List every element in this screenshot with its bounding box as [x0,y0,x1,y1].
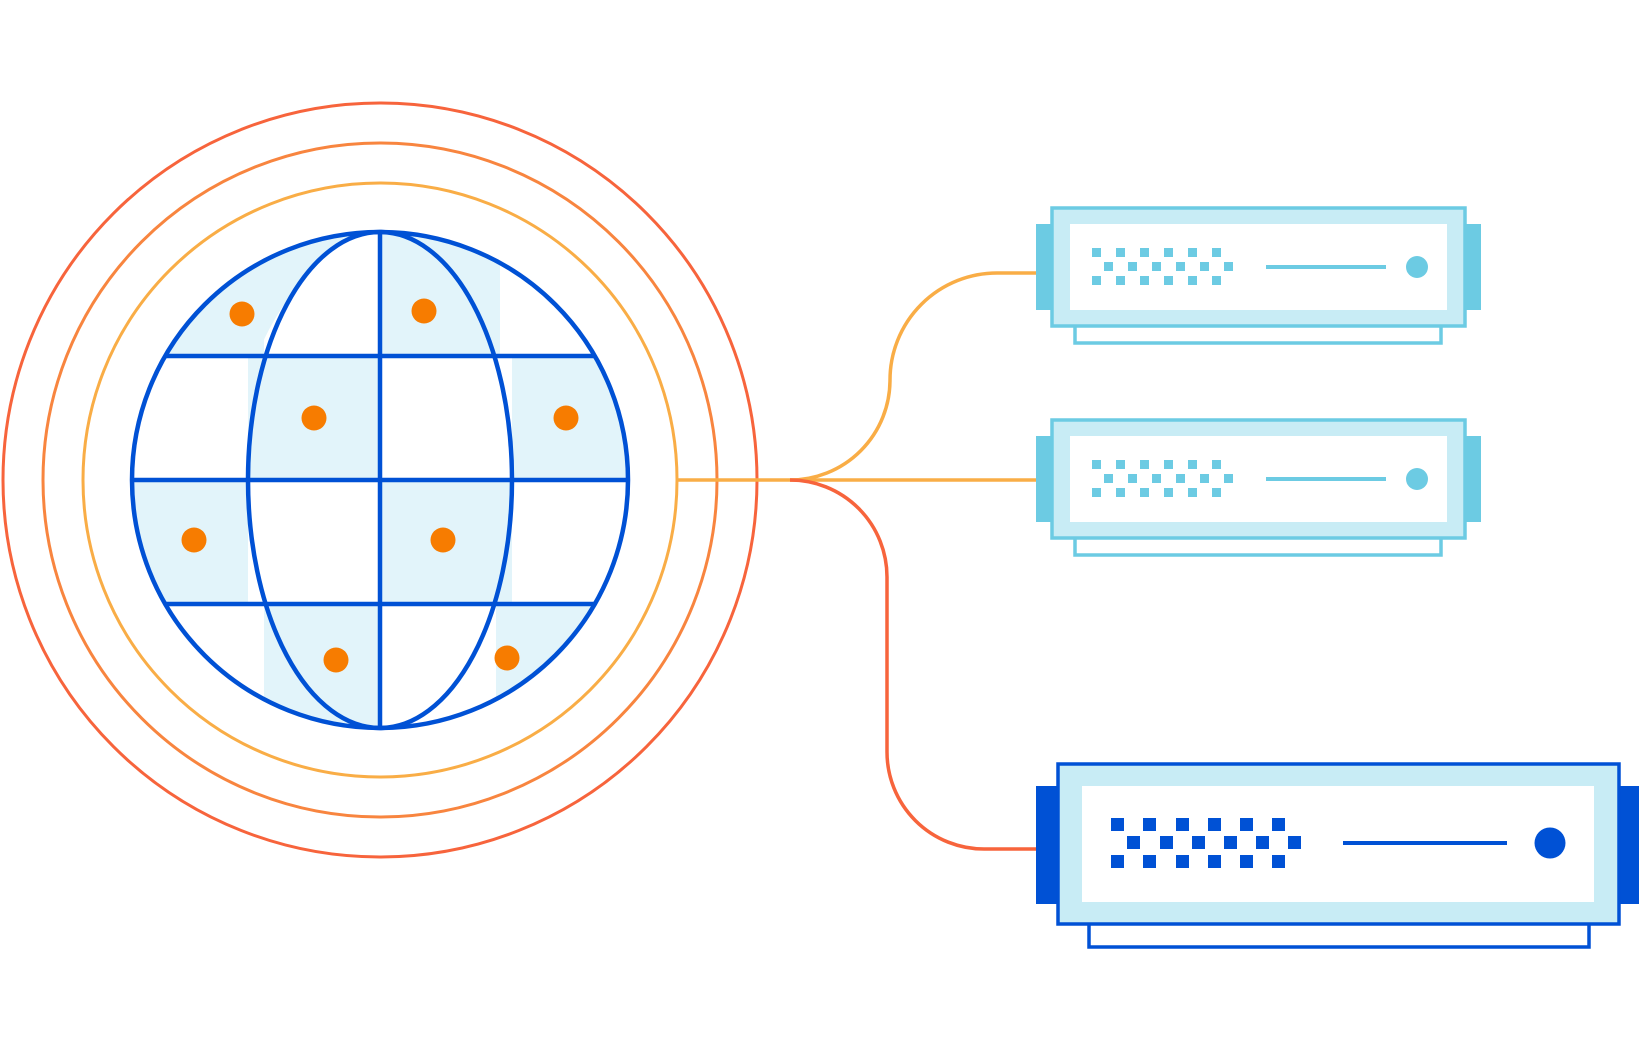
location-dot [181,527,207,553]
globe-icon [129,229,631,731]
location-dots [181,298,579,673]
location-dot [323,647,349,673]
server-lights [1092,460,1233,497]
connection-lines [676,271,1038,851]
location-dot [494,645,520,671]
location-dot [411,298,437,324]
server-status-dot [1534,827,1566,859]
globe-lines [129,229,631,731]
location-dot [430,527,456,553]
location-dot [301,405,327,431]
server-status-dot [1406,256,1428,278]
location-dot [229,301,255,327]
server-icon [1036,418,1481,557]
server-status-dot [1406,468,1428,490]
connection-line-server-1 [789,271,1038,482]
server-lights [1111,818,1301,868]
server-lights [1092,248,1233,285]
connection-line-server-3 [789,478,1038,851]
location-dot [553,405,579,431]
server-icon [1036,762,1639,949]
server-icon [1036,206,1481,345]
